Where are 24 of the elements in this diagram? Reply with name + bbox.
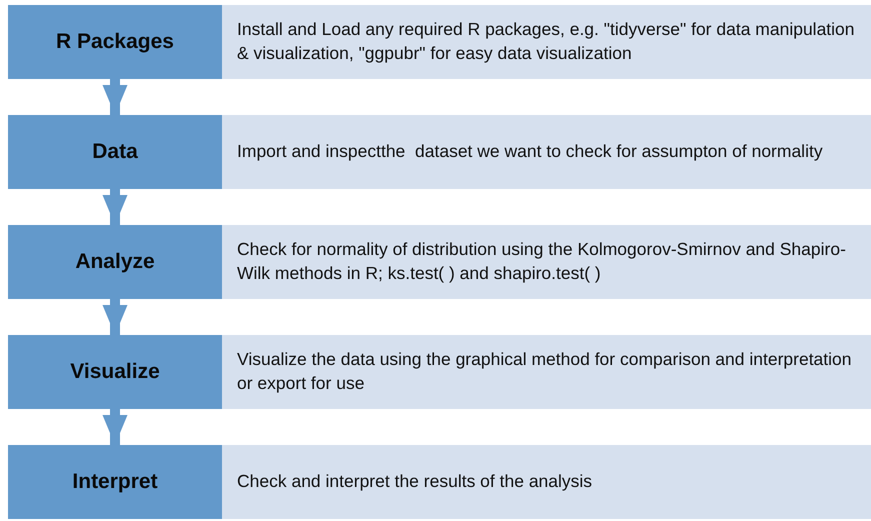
- step-box: [8, 445, 222, 519]
- step-box: [8, 335, 222, 409]
- step-box: [8, 5, 222, 79]
- step-title: Visualize: [70, 360, 160, 384]
- step-description: Visualize the data using the graphical method for comparison and interpretation or export for use: [237, 348, 852, 395]
- description-box: [222, 445, 871, 519]
- step-title: Interpret: [72, 470, 158, 494]
- description-box: [222, 5, 871, 79]
- step-title: R Packages: [56, 30, 174, 54]
- description-box: [222, 225, 871, 299]
- arrow: [102, 299, 128, 335]
- arrow: [102, 79, 128, 115]
- step-description: Install and Load any required R packages, e.g. "tidyverse" for data manipulation & visualization, "ggpubr" for easy data visualization: [237, 18, 856, 65]
- step-title: Data: [92, 140, 138, 164]
- arrow: [102, 189, 128, 225]
- description-box: [222, 335, 871, 409]
- step-description: Check and interpret the results of the analysis: [237, 470, 592, 494]
- arrow: [102, 409, 128, 445]
- step-title: Analyze: [75, 250, 155, 274]
- step-description: Import and inspectthe dataset we want to check for assumpton of normality: [237, 140, 823, 164]
- step-box: [8, 225, 222, 299]
- step-description: Check for normality of distribution using the Kolmogorov-Smirnov and Shapiro-Wilk methods in R; ks.test( ) and shapiro.test( ): [237, 238, 847, 285]
- description-box: [222, 115, 871, 189]
- step-box: [8, 115, 222, 189]
